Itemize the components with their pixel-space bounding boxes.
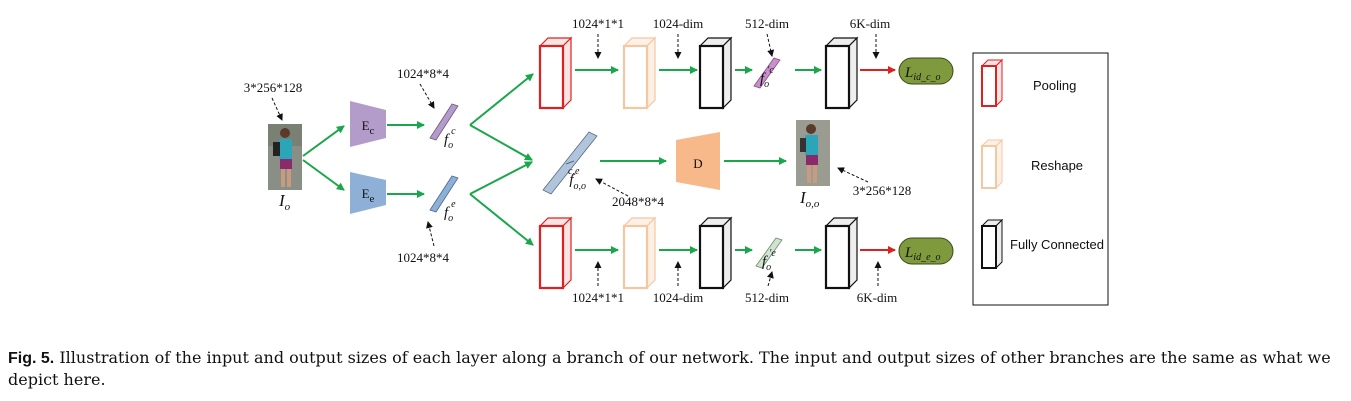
top-pooling-block [538,36,573,110]
bottom-fc-block-1 [698,216,733,290]
bottom-fc-block-2 [824,216,859,290]
top-size-3: 512-dim [745,16,789,31]
feature-e-label: foe [444,199,456,224]
arrow-fe-to-bottom-branch [469,193,534,246]
arrow-input-to-ec [302,125,345,157]
legend-fc-label: Fully Connected [1010,237,1104,252]
decoder-label: D [693,156,702,171]
input-person-image [268,124,302,190]
bottom-feature-label: fo′e [762,248,776,273]
bottom-pooling-block [538,216,573,290]
legend-reshape-label: Reshape [1031,158,1083,173]
arrow-fc-to-top-branch [469,73,534,126]
feat-c-size-label: 1024*8*4 [397,66,450,81]
legend-reshape-swatch [980,138,1004,190]
top-reshape-block [622,36,657,110]
feature-e-slab [429,175,459,213]
output-size-pointer [837,167,869,183]
network-diagram: 3*256*128 Io Ec Ee 1024*8*4 foc foe 1024… [244,16,1109,306]
caption-text: Illustration of the input and output siz… [8,348,1331,389]
bottom-feature-slab [755,237,783,269]
output-size-label: 3*256*128 [853,183,912,198]
encoder-e-block [350,172,386,214]
top-fc-block-2 [824,36,859,110]
top-feature-label: fo′c [760,65,774,90]
concat-size-label: 2048*8*4 [612,194,665,209]
top-fc-block-1 [698,36,733,110]
arrow-fe-to-concat [469,161,533,195]
bottom-loss-label: Lid_e_o [904,245,941,263]
bottom-loss-pill [898,237,954,265]
arrow-fc-to-concat [469,124,533,161]
top-feature-slab [753,57,781,89]
encoder-c-label: Ec [362,118,375,137]
output-label: Io,o [799,188,820,210]
encoder-c-block [350,101,386,147]
bottom-size-2: 1024-dim [653,290,704,305]
feature-c-label: foc [444,126,456,151]
feat-c-size-pointer [419,83,435,109]
top-loss-label: Lid_c_o [904,65,941,83]
bottom-size-4: 6K-dim [857,290,897,305]
caption-label: Fig. 5. [8,350,55,367]
concat-size-pointer [595,178,629,197]
top-size-4: 6K-dim [850,16,890,31]
feat-e-size-label: 1024*8*4 [397,250,450,265]
arrow-input-to-ee [302,159,345,191]
feat-e-size-pointer [426,221,435,247]
input-label: Io [278,191,291,213]
legend-pooling-swatch [980,58,1004,108]
input-size-pointer [271,97,283,121]
input-size-label: 3*256*128 [244,80,303,95]
top-loss-pill [898,57,954,85]
bottom-size-1: 1024*1*1 [572,290,624,305]
legend-pooling-label: Pooling [1033,78,1076,93]
bottom-reshape-block [622,216,657,290]
encoder-e-label: Ee [362,186,375,205]
output-person-image [796,120,830,186]
top-size-1: 1024*1*1 [572,16,624,31]
legend-fc-swatch [980,218,1004,270]
feature-c-slab [429,103,459,141]
figure-caption: Fig. 5. Illustration of the input and ou… [8,347,1344,390]
concat-feature-label: fo,oc,e [568,166,586,192]
decoder-block [676,132,720,190]
bottom-size-3: 512-dim [745,290,789,305]
top-size-2: 1024-dim [653,16,704,31]
